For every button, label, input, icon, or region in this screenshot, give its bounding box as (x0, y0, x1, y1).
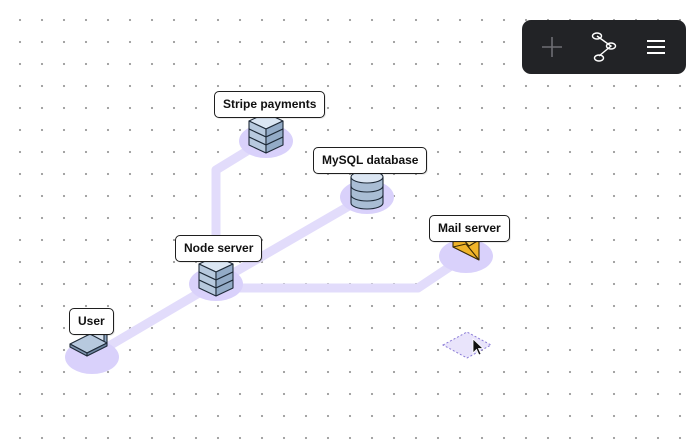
node-label-mysql[interactable]: MySQL database (313, 147, 428, 174)
node-label-node[interactable]: Node server (175, 235, 263, 262)
server-stack-icon[interactable] (198, 255, 234, 297)
menu-button[interactable] (636, 27, 676, 67)
server-stack-icon[interactable] (248, 112, 284, 154)
plus-icon (542, 37, 562, 57)
connect-button[interactable] (584, 27, 624, 67)
database-icon[interactable] (350, 170, 384, 210)
add-button[interactable] (532, 27, 572, 67)
node-label-stripe[interactable]: Stripe payments (214, 91, 326, 118)
node-label-user[interactable]: User (69, 308, 114, 335)
connector-icon (591, 32, 617, 62)
cursor-arrow-icon (472, 338, 485, 356)
connector-node-mysql[interactable] (211, 190, 373, 288)
hamburger-menu-icon (647, 40, 665, 54)
node-label-mail[interactable]: Mail server (429, 215, 510, 242)
floating-toolbar (522, 20, 686, 74)
selection-tile[interactable] (441, 331, 493, 359)
connector-user-node[interactable] (87, 278, 221, 361)
